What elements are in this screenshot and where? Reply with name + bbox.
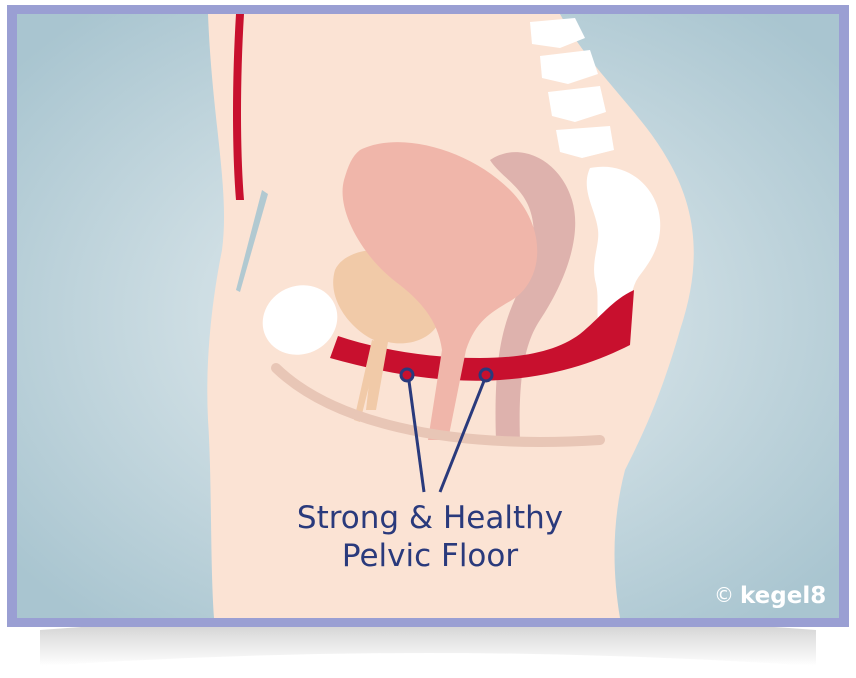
- pointer-dot-back: [480, 369, 492, 381]
- label-line-1: Strong & Healthy: [297, 500, 563, 536]
- watermark-brand: kegel8: [740, 583, 826, 609]
- pointer-dot-front: [401, 369, 413, 381]
- copyright-icon: ©: [714, 583, 734, 607]
- label-line-2: Pelvic Floor: [342, 538, 519, 574]
